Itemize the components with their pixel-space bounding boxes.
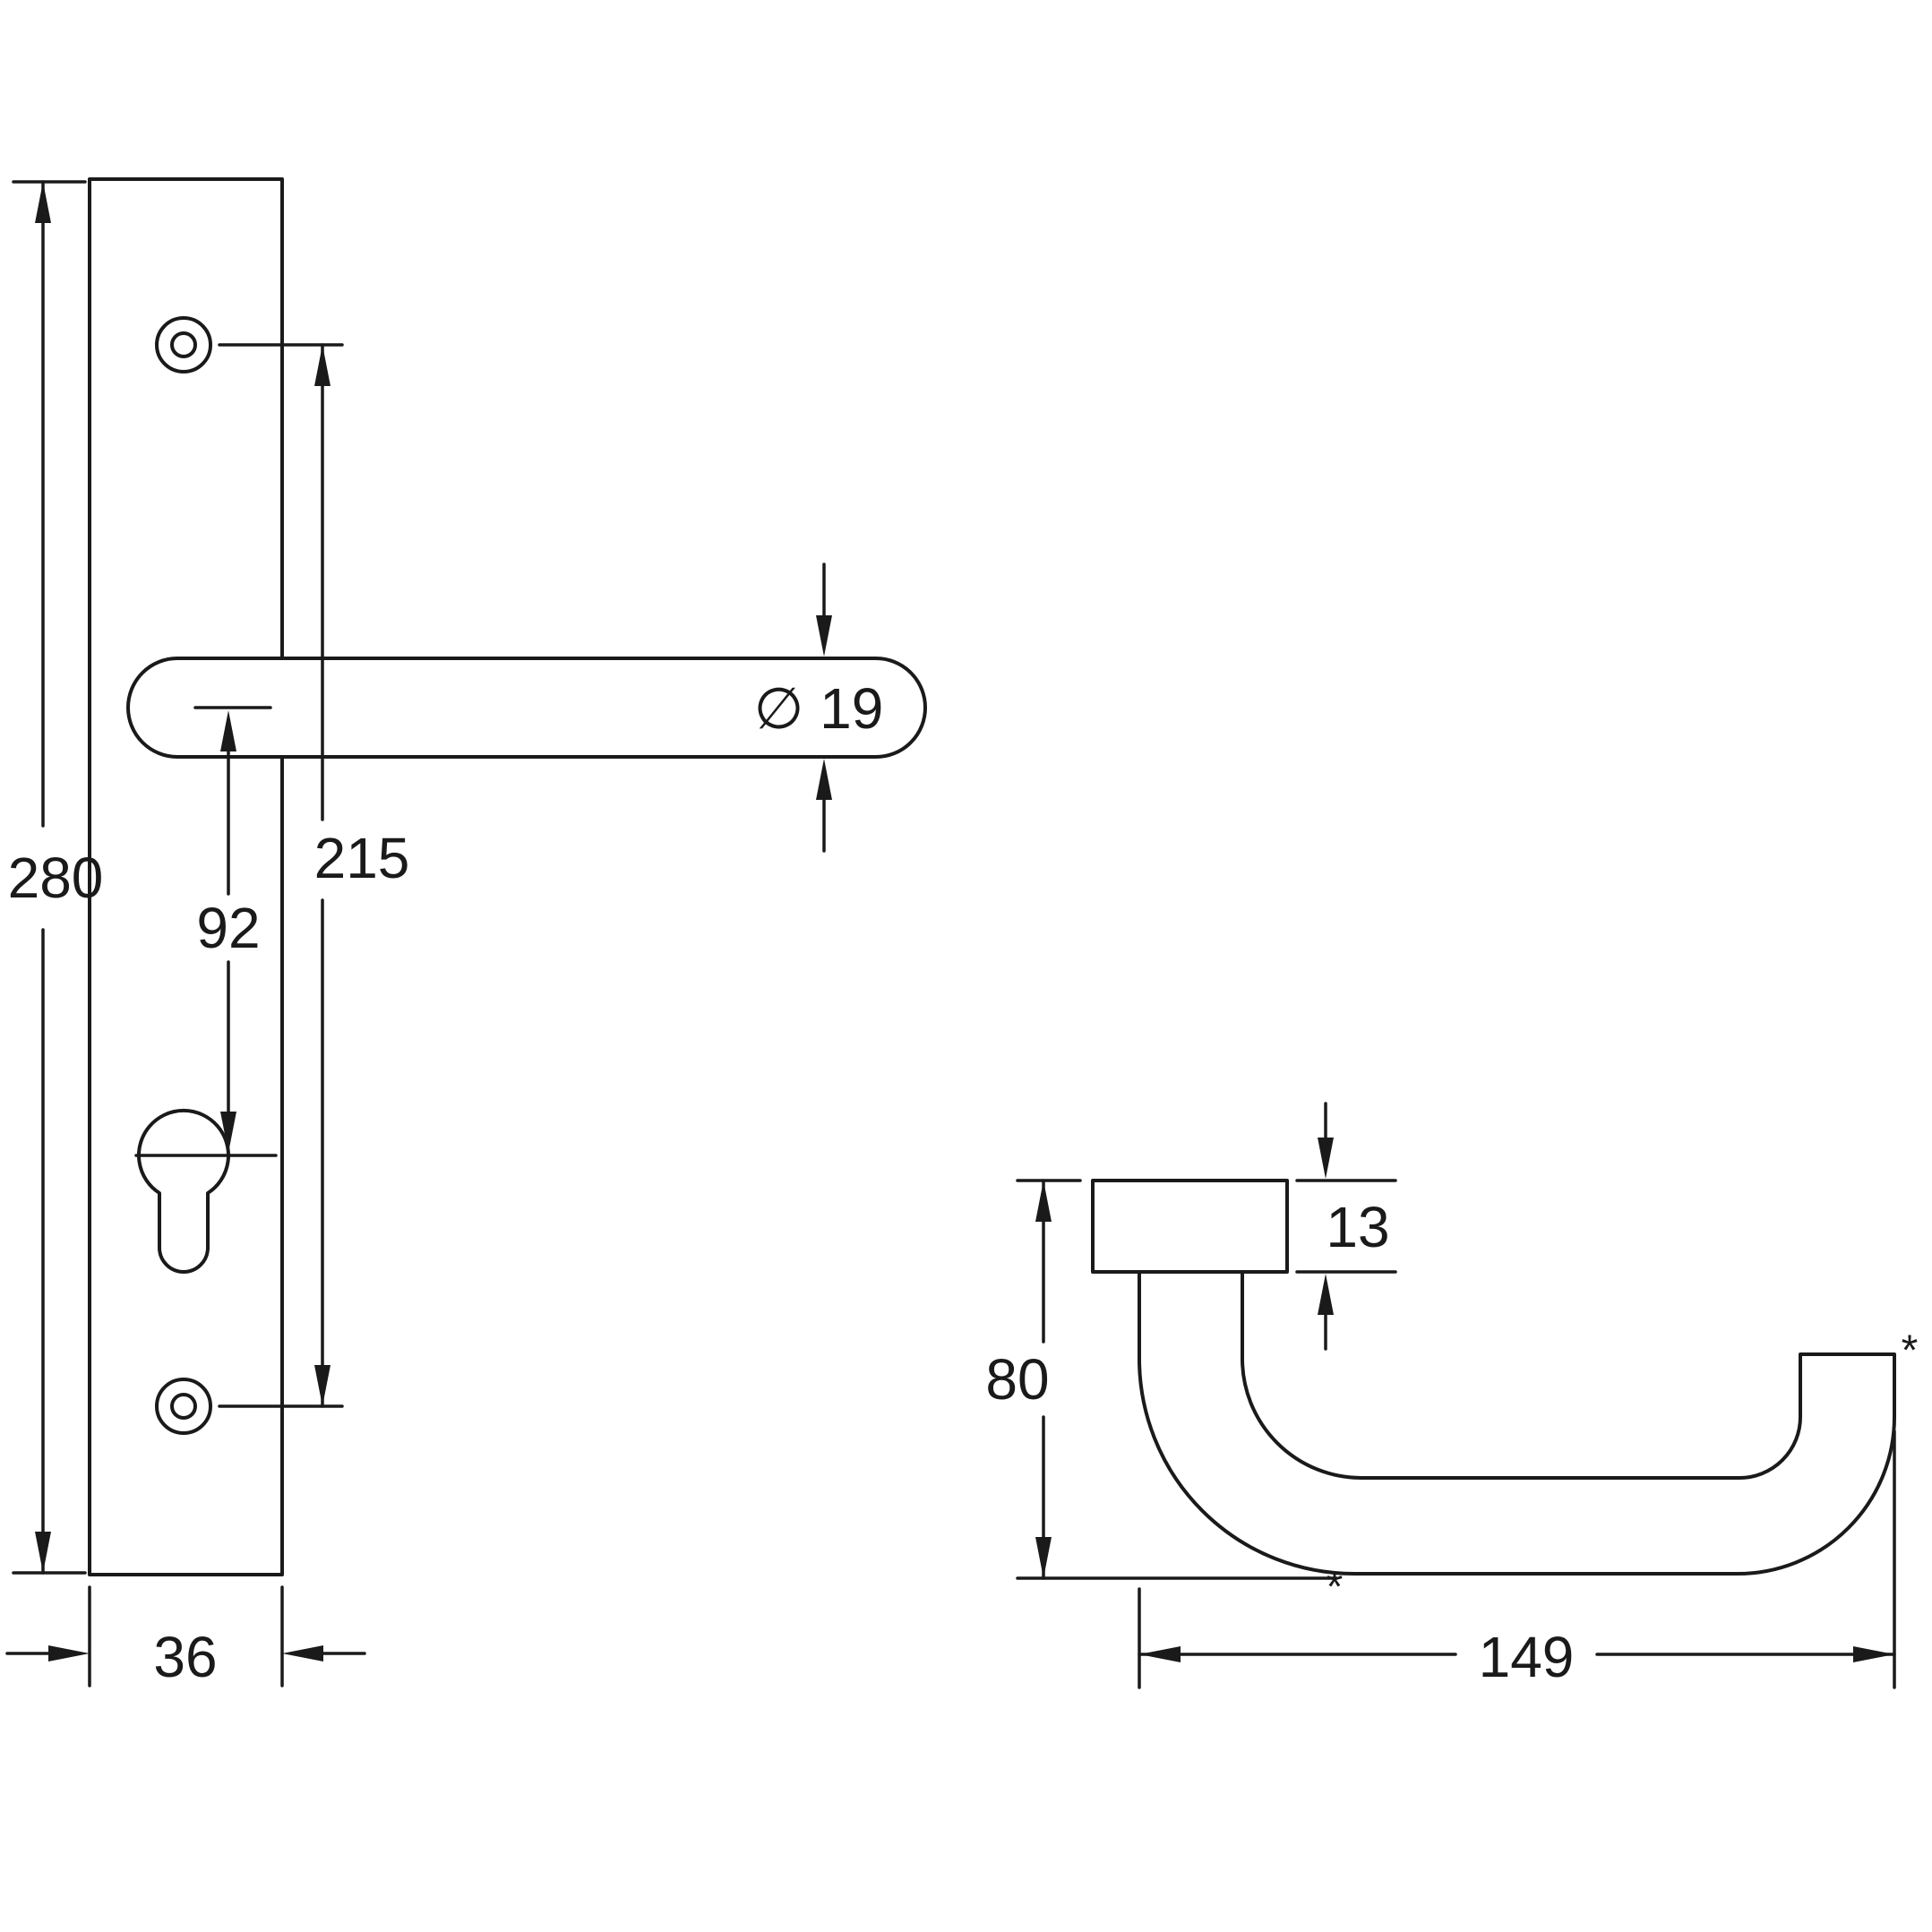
rose-side-outline: [1091, 1179, 1289, 1274]
arrowhead-up-icon: [35, 182, 51, 223]
dimension-value: 36: [153, 1625, 217, 1689]
arrowhead-down-icon: [220, 1112, 236, 1153]
arrowhead-left-icon: [1139, 1646, 1181, 1662]
lever-side-view: 13 80 149 * *: [985, 1102, 1919, 1689]
footnote-marker: *: [1902, 1327, 1919, 1375]
arrowhead-up-icon: [1035, 1181, 1052, 1222]
dimension-length: 149: [1138, 1430, 1896, 1689]
dimension-screw-centres: 215: [218, 343, 410, 1408]
screw-hole-bottom-inner: [170, 1393, 197, 1420]
arrowhead-left-icon: [282, 1645, 323, 1662]
backplate-outline: [88, 177, 284, 1576]
arrowhead-right-icon: [48, 1645, 90, 1662]
dimension-lever-diameter: ∅ 19: [754, 562, 884, 853]
dimension-plate-height: 280: [8, 180, 104, 1575]
arrowhead-down-icon: [1318, 1138, 1334, 1179]
dimension-value: 149: [1479, 1625, 1575, 1689]
arrowhead-down-icon: [35, 1532, 51, 1573]
arrowhead-right-icon: [1853, 1646, 1894, 1662]
dimension-projection: 80: [985, 1179, 1338, 1580]
dimension-plate-width: 36: [5, 1585, 366, 1689]
dimension-value: 92: [196, 896, 260, 960]
dimension-value: 280: [8, 846, 104, 910]
dimension-value: 80: [985, 1347, 1049, 1412]
arrowhead-down-icon: [314, 1365, 331, 1406]
arrowhead-down-icon: [1035, 1537, 1052, 1578]
lever-front-outline: [126, 657, 927, 759]
arrowhead-down-icon: [816, 615, 832, 657]
dimension-rose-thickness: 13: [1295, 1102, 1397, 1351]
dimension-value: 215: [314, 826, 410, 890]
lever-side-outline: [1138, 1270, 1896, 1576]
arrowhead-up-icon: [314, 345, 331, 386]
backplate-front-view: 280 36 215: [5, 177, 927, 1689]
screw-hole-top-inner: [170, 331, 197, 358]
arrowhead-up-icon: [816, 759, 832, 800]
dimension-lever-to-cylinder: 92: [134, 706, 278, 1157]
arrowhead-up-icon: [220, 710, 236, 751]
dimension-value: ∅ 19: [754, 676, 884, 741]
arrowhead-up-icon: [1318, 1274, 1334, 1315]
dimension-value: 13: [1326, 1195, 1389, 1259]
footnote-marker: *: [1327, 1564, 1344, 1611]
